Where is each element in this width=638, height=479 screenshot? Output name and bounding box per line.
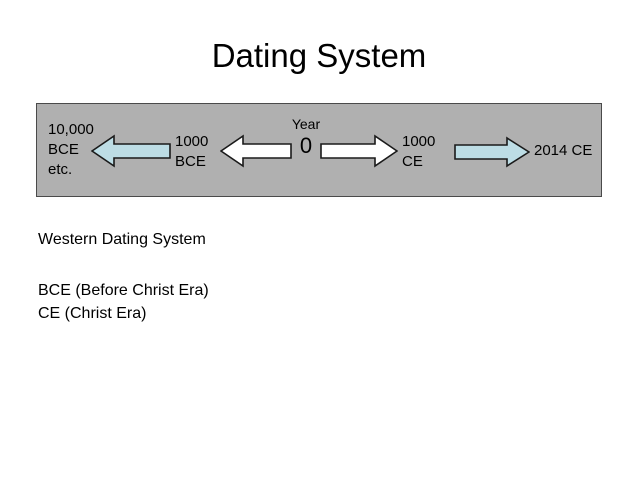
arrow-left-white-icon: [220, 133, 292, 169]
far-past-line-3: etc.: [48, 161, 73, 178]
body-text-block: Western Dating System BCE (Before Christ…: [38, 228, 578, 325]
arrow-left-blue-icon: [91, 133, 171, 169]
label-1000-ce-line-1: 1000: [402, 133, 436, 150]
timeline-label-present: 2014 CE: [534, 141, 592, 161]
timeline-label-1000-ce: 1000 CE: [402, 132, 435, 172]
body-heading: Western Dating System: [38, 231, 206, 248]
far-past-line-1: 10,000: [48, 121, 94, 138]
timeline-label-far-past: 10,000 BCE etc.: [48, 120, 94, 180]
label-1000-bce-line-1: 1000: [175, 133, 209, 150]
far-past-line-2: BCE: [48, 141, 79, 158]
page-title: Dating System: [211, 37, 427, 74]
present-text: 2014 CE: [534, 142, 593, 159]
label-1000-ce-line-2: CE: [402, 153, 423, 170]
year-word: Year: [291, 116, 321, 132]
timeline-banner: 10,000 BCE etc. 1000 BCE Year 0: [36, 103, 602, 197]
body-bce-definition: BCE (Before Christ Era): [38, 282, 209, 299]
year-number: 0: [299, 133, 313, 158]
arrow-right-blue-icon: [454, 135, 530, 169]
arrow-right-white-icon: [320, 133, 398, 169]
body-ce-definition: CE (Christ Era): [38, 305, 147, 322]
timeline-label-1000-bce: 1000 BCE: [175, 132, 208, 172]
timeline-label-year-zero: Year 0: [285, 116, 327, 158]
label-1000-bce-line-2: BCE: [175, 153, 206, 170]
